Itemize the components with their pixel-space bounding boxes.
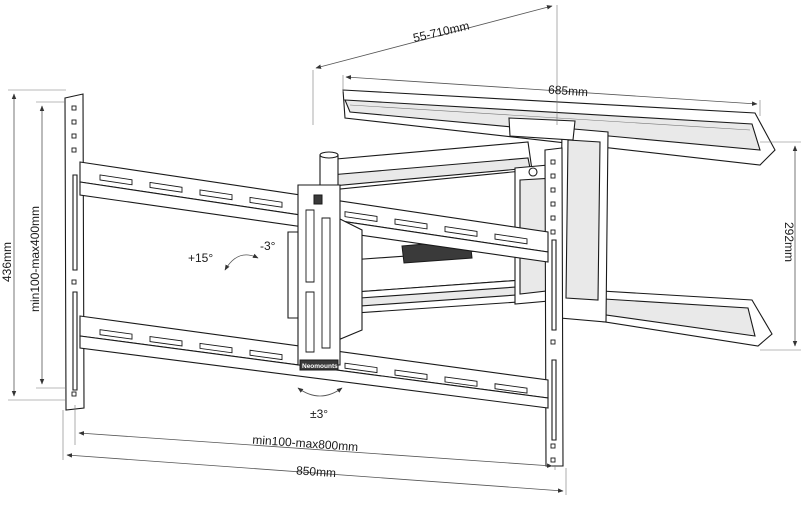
bracket-hole	[550, 201, 556, 207]
rotation-indicator: ±3°	[297, 387, 343, 421]
bracket-hole	[71, 133, 77, 139]
tilt-down-label: -3°	[260, 239, 276, 253]
bracket-hole	[71, 147, 77, 153]
bracket-hole	[71, 105, 77, 111]
wall-plate-height-label: 292mm	[782, 222, 796, 262]
wall-plate-width-label: 685mm	[548, 82, 589, 99]
bracket-hole	[550, 457, 556, 463]
dimension-wall-plate-height: 292mm	[760, 141, 801, 351]
tilt-indicator: +15° -3°	[188, 239, 276, 271]
rail-slot	[444, 376, 478, 387]
bracket-hole	[550, 443, 556, 449]
bracket-hole	[71, 119, 77, 125]
arm-extension-label: 55-710mm	[412, 19, 471, 46]
rail-slot	[199, 342, 233, 354]
rail-slot	[199, 189, 233, 201]
bracket-hole	[550, 229, 556, 235]
rail-slot	[444, 226, 478, 237]
tilt-head: Neomounts	[287, 184, 363, 371]
rotation-label: ±3°	[310, 407, 328, 421]
vesa-horizontal-label: min100-max800mm	[252, 433, 359, 454]
rail-slot	[99, 329, 133, 340]
rail-slot	[149, 181, 183, 193]
vesa-vertical-label: min100-max400mm	[28, 206, 42, 312]
tv-bracket-right	[544, 147, 564, 467]
rail-slot	[394, 218, 428, 230]
rail-slot	[249, 196, 283, 208]
total-width-label: 850mm	[296, 463, 337, 480]
bracket-hole	[550, 339, 556, 345]
dimension-wall-plate-width: 685mm	[342, 75, 761, 116]
total-height-label: 436mm	[0, 242, 14, 282]
rail-slot	[494, 383, 528, 394]
bracket-hole	[71, 391, 77, 397]
brand-label: Neomounts	[302, 363, 338, 370]
rail-slot	[494, 233, 528, 245]
bracket-hole	[550, 159, 556, 165]
rail-slots	[99, 174, 528, 394]
rail-slot	[249, 349, 283, 361]
dimension-vesa-vertical: min100-max400mm	[28, 101, 66, 389]
rail-slot	[394, 369, 428, 380]
rail-slot	[344, 211, 378, 222]
bracket-hole	[550, 215, 556, 221]
rail-slot	[99, 174, 133, 186]
tilt-up-label: +15°	[188, 251, 213, 265]
bracket-hole	[71, 279, 77, 285]
bracket-hole	[550, 187, 556, 193]
rail-slot	[149, 336, 183, 347]
tv-bracket-left	[64, 93, 85, 411]
rail-slot	[344, 362, 378, 374]
bracket-hole	[550, 173, 556, 179]
dimension-total-width: 850mm	[62, 410, 567, 495]
dimension-total-height: 436mm	[0, 89, 66, 401]
